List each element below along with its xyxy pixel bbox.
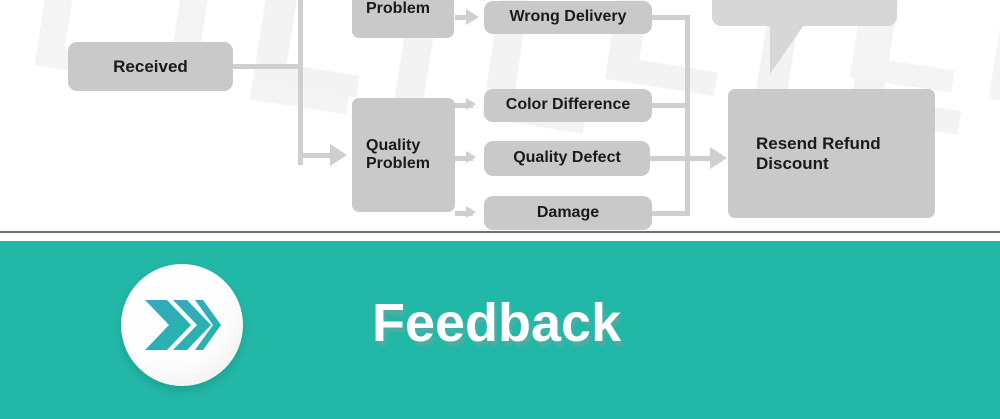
connector-damage-to-bus <box>652 211 690 216</box>
arrowhead-quality-defect <box>466 151 476 163</box>
flow-node-label: Color Difference <box>505 96 631 114</box>
flow-node-label: Quality Problem <box>366 136 431 172</box>
arrowhead-damage <box>466 206 476 218</box>
arrowhead-to-quality-problem <box>330 144 347 166</box>
connector-quality-to-damage <box>455 211 473 216</box>
flow-node-wrong-delivery[interactable]: Wrong Delivery <box>484 1 652 34</box>
flow-node-delivery-problem[interactable]: Delivery Problem <box>352 0 454 38</box>
flow-node-label: Delivery Problem <box>366 0 431 17</box>
return-process-flowchart: LTL LTL LTL LTL Received <box>15 0 1000 230</box>
arrowhead-resend-refund-discount <box>710 147 727 169</box>
connector-wrong-to-bus <box>652 15 690 20</box>
feedback-title: Feedback <box>372 293 622 353</box>
flow-node-label: Resend Refund Discount <box>756 133 881 173</box>
connector-quality-to-color <box>455 103 473 108</box>
section-divider <box>0 231 1000 233</box>
flow-node-label: Wrong Delivery <box>509 8 627 26</box>
connector-bus-to-resend <box>685 156 715 161</box>
connector-defect-to-bus <box>650 156 690 161</box>
flow-node-color-difference[interactable]: Color Difference <box>484 89 652 122</box>
flow-node-damage[interactable]: Damage <box>484 196 652 230</box>
triple-chevron-right-icon <box>145 300 221 350</box>
arrowhead-wrong-delivery <box>466 9 479 25</box>
connector-vertical-bus <box>685 15 690 215</box>
connector-quality-to-defect <box>455 156 473 161</box>
flow-node-label: Quality Defect <box>513 149 621 167</box>
connector-color-to-bus <box>652 103 690 108</box>
flow-node-quality-problem[interactable]: Quality Problem <box>352 98 455 212</box>
connector-to-quality-problem <box>298 153 334 158</box>
flow-node-quality-defect[interactable]: Quality Defect <box>484 141 650 176</box>
flow-node-received[interactable]: Received <box>68 42 233 91</box>
flow-node-label: Damage <box>536 203 600 221</box>
arrowhead-color-difference <box>466 98 476 110</box>
flow-node-resend-refund-discount[interactable]: Resend Refund Discount <box>728 89 935 218</box>
feedback-icon-badge <box>121 264 243 386</box>
connector-delivery-to-wrong <box>455 15 473 20</box>
speech-bubble-tail-icon <box>770 25 804 74</box>
speech-bubble-decoration <box>712 0 897 26</box>
connector-received-trunk <box>233 64 303 69</box>
section-gap <box>0 233 1000 241</box>
connector-vertical-split <box>298 0 303 165</box>
flow-node-label: Received <box>113 56 188 76</box>
